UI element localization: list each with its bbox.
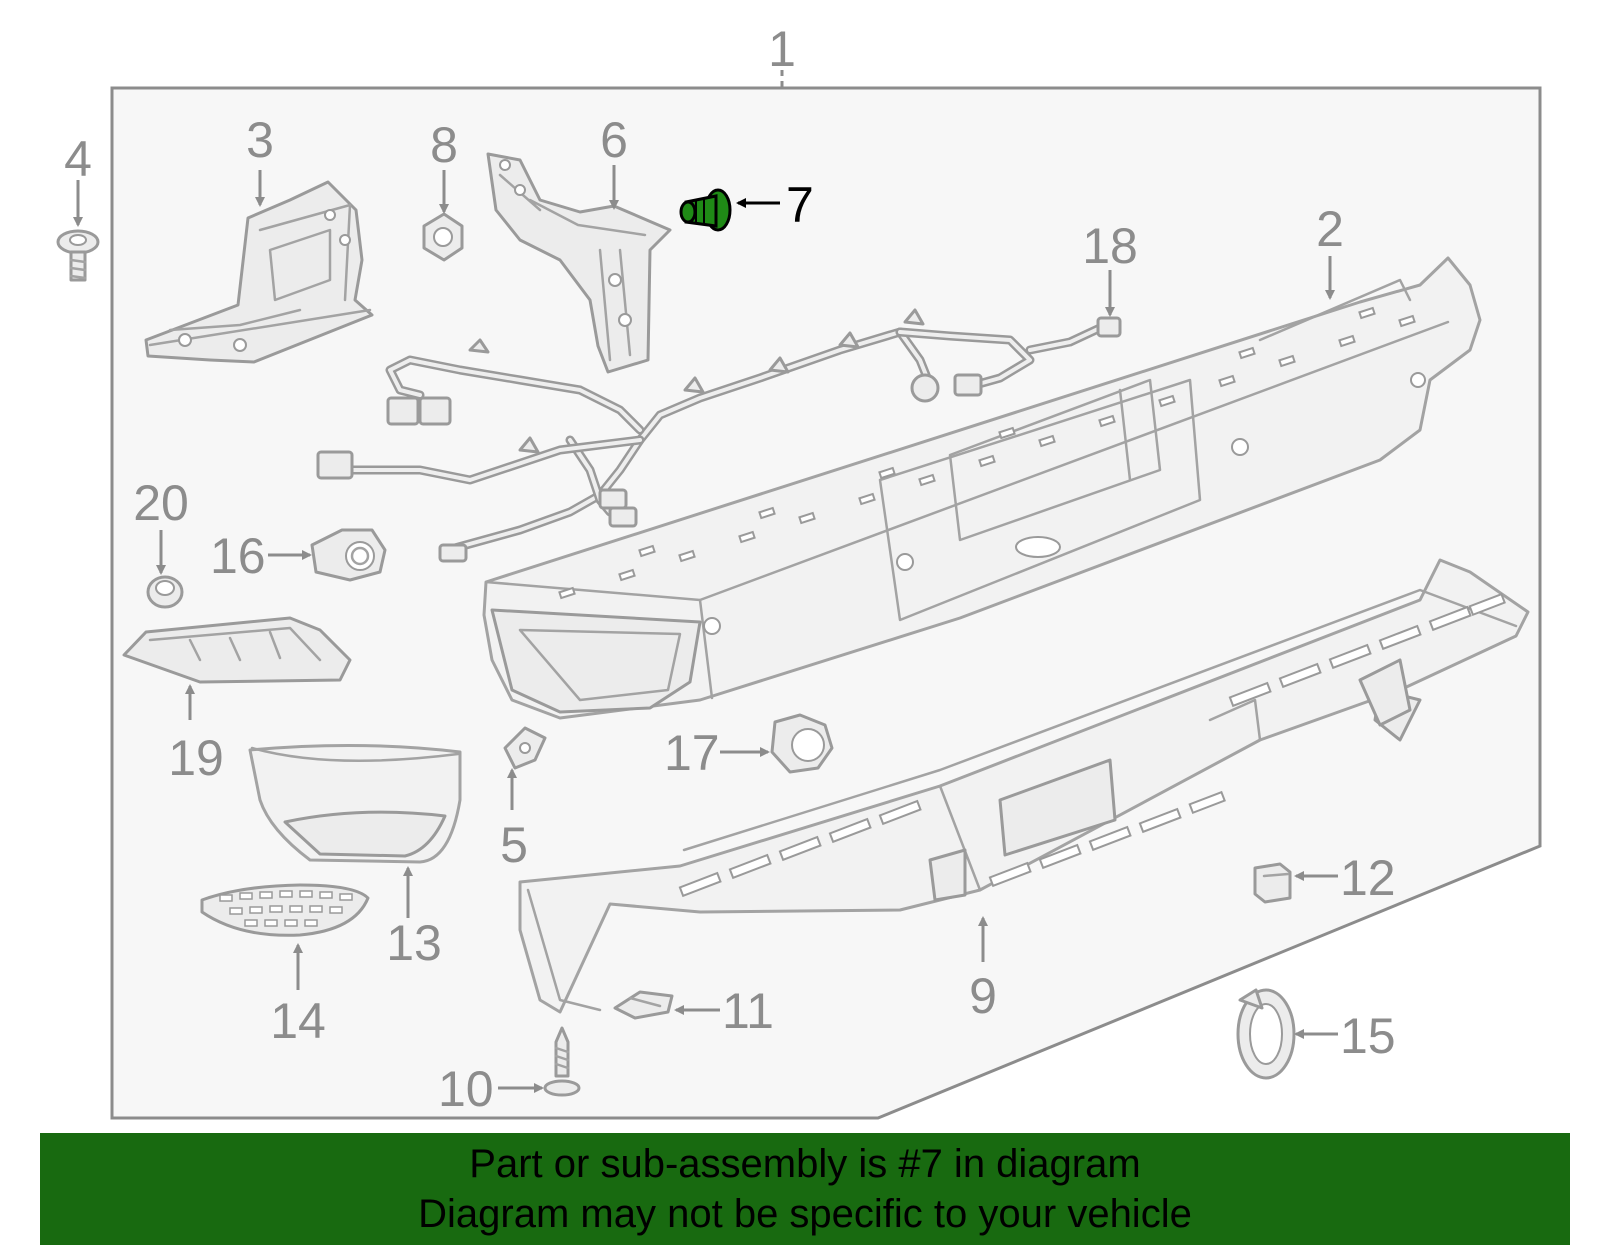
callout-8: 8 xyxy=(430,117,458,173)
callout-20: 20 xyxy=(133,475,189,531)
callout-13: 13 xyxy=(386,915,442,971)
callout-6: 6 xyxy=(600,112,628,168)
nut-8 xyxy=(422,212,464,262)
callout-1: 1 xyxy=(768,21,796,77)
banner-line-1: Part or sub-assembly is #7 in diagram xyxy=(469,1142,1141,1186)
callout-15: 15 xyxy=(1340,1008,1396,1064)
sensor-bracket-17 xyxy=(770,713,834,774)
cover-13 xyxy=(248,743,462,864)
callout-16: 16 xyxy=(210,528,266,584)
plug-12 xyxy=(1253,862,1292,904)
callout-11: 11 xyxy=(722,983,774,1039)
screw-10 xyxy=(543,1026,581,1097)
step-pad xyxy=(518,558,1530,1014)
callout-12: 12 xyxy=(1340,850,1396,906)
clip-11 xyxy=(613,990,674,1020)
callout-7: 7 xyxy=(786,177,814,233)
clip-5 xyxy=(503,726,547,770)
rear-bumper xyxy=(482,256,1482,720)
info-banner: Part or sub-assembly is #7 in diagram Di… xyxy=(40,1133,1570,1245)
grommet-15 xyxy=(1236,988,1296,1080)
callout-5: 5 xyxy=(500,817,528,873)
callout-19: 19 xyxy=(168,730,224,786)
callout-9: 9 xyxy=(969,968,997,1024)
bolt-7-highlighted[interactable] xyxy=(679,188,732,232)
callout-3: 3 xyxy=(246,112,274,168)
mounting-bracket xyxy=(486,152,672,374)
callout-14: 14 xyxy=(270,993,326,1049)
callout-10: 10 xyxy=(438,1061,494,1117)
bracket xyxy=(144,180,374,364)
reinforcement-19 xyxy=(122,616,352,684)
bolt-4 xyxy=(56,229,100,282)
sensor-16 xyxy=(310,528,387,582)
banner-line-2: Diagram may not be specific to your vehi… xyxy=(418,1192,1192,1236)
callout-4: 4 xyxy=(64,131,92,187)
callout-18: 18 xyxy=(1082,218,1138,274)
plug-20 xyxy=(146,575,184,609)
wiring-harness xyxy=(316,308,1122,563)
callout-17: 17 xyxy=(664,725,720,781)
callout-2: 2 xyxy=(1316,201,1344,257)
pad-14 xyxy=(200,883,370,937)
